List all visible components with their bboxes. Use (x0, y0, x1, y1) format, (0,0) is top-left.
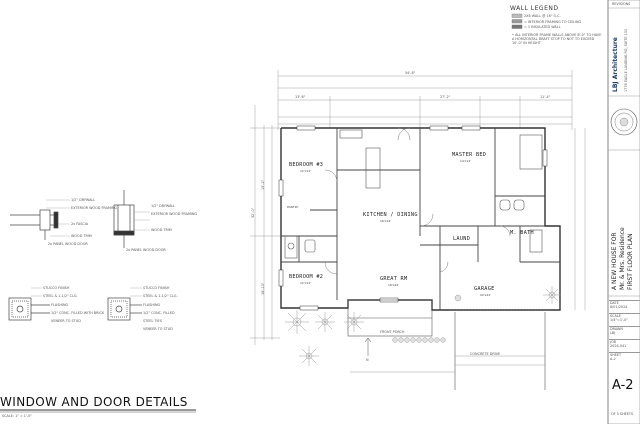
dim-top: 13'-6" (295, 95, 306, 99)
room-size: 20'x22' (480, 293, 492, 297)
room-label-great-room: GREAT RM (380, 276, 408, 282)
room-label-kitchen-dining: KITCHEN / DINING (363, 212, 418, 218)
room-size: 12'x12' (300, 281, 312, 285)
callout-d: 1/2" CONC. FILLED (143, 311, 175, 315)
callout-c: 1/2" CONC. FILLED WITH BRICK (51, 311, 105, 315)
room-size: 12'x12' (300, 169, 312, 173)
dim-left-overall: 32'-0" (251, 207, 255, 218)
dim-top-overall: 54'-8" (405, 71, 416, 75)
project-line: A NEW HOUSE FOR (611, 232, 618, 290)
dim-left: 15'-2" (261, 179, 265, 190)
wall-legend-item: = 1 INSULATED WALL (524, 25, 561, 29)
room-label-bedroom-3: BEDROOM #3 (289, 162, 324, 168)
front-porch-note: FRONT PORCH (380, 330, 405, 334)
firm-logo-text: LBJ Architecture (612, 37, 619, 92)
callout-c: STEEL & 1-1/2" CLG. (43, 294, 78, 298)
callout-b: 2x PANEL WOOD DOOR (126, 248, 166, 252)
concrete-drive-note: CONCRETE DRIVE (470, 352, 501, 356)
callout-b: WOOD TRIM (151, 228, 172, 232)
room-label-bedroom-2: BEDROOM #2 (289, 274, 324, 280)
callout-d: VENEER TO STUD (143, 327, 173, 331)
wall-legend-item: = INTERIOR FRAMING TO CEILING (524, 19, 582, 24)
callout-d: STEEL TIES (143, 319, 162, 323)
project-line: Mr. & Mrs. Residence (619, 227, 626, 290)
callout-a: EXTERIOR WOOD FRAMING (71, 206, 118, 210)
dim-left: 16'-10" (261, 282, 265, 295)
room-size: 14'x14' (460, 159, 472, 163)
title-block-field: SCALE 1/4"=1'-0" (609, 313, 640, 326)
callout-d: FLASHING (143, 303, 161, 307)
title-block-field: DATE 8/01/2024 (609, 300, 640, 313)
callout-a: 2x PANEL WOOD DOOR (48, 242, 88, 246)
dim-top: 27'-2" (440, 95, 451, 99)
wall-legend-note: • ALL INTERIOR FRAME WALLS ABOVE 8'-0" T… (512, 33, 602, 45)
callout-b: 1/2" DRYWALL (151, 204, 176, 208)
window-door-details-scale: SCALE: 1" = 1'-0" (2, 414, 32, 418)
title-block-field: DRAWN LBJ (609, 326, 640, 339)
room-size: 16'x14' (380, 219, 392, 223)
room-label-laundry: LAUND (453, 236, 471, 242)
dim-top: 11'-4" (540, 95, 551, 99)
wall-legend-title: WALL LEGEND (510, 5, 559, 12)
callout-b: EXTERIOR WOOD FRAMING (151, 212, 198, 216)
window-door-details-title: WINDOW AND DOOR DETAILS (0, 395, 188, 409)
room-label-master-bed: MASTER BED (452, 152, 487, 158)
callout-a: WOOD TRIM (71, 234, 92, 238)
callout-a: 1/2" DRYWALL (71, 198, 96, 202)
room-label-pantry: PANTRY (287, 205, 299, 209)
wall-legend-item: 2X6 WALL @ 16" O.C. (524, 14, 561, 18)
sheet-of: OF 5 SHEETS (611, 412, 634, 416)
room-size: 18'x20' (388, 283, 400, 287)
project-line: FIRST FLOOR PLAN (627, 233, 634, 290)
title-block-field: JOB 2024-041 (609, 339, 640, 352)
title-block-revisions: REVISIONS (612, 2, 631, 6)
callout-c: FLASHING (51, 303, 69, 307)
room-label-master-bath: M. BATH (510, 230, 534, 236)
room-label-garage: GARAGE (474, 286, 495, 292)
callout-a: 2x FASCIA (71, 222, 89, 226)
callout-d: STEEL & 1-1/2" CLG. (143, 294, 178, 298)
callout-d: STUCCO FINISH (143, 286, 170, 290)
callout-c: STUCCO FINISH (43, 286, 70, 290)
sheet-number: A-2 (612, 378, 634, 393)
callout-c: VENEER TO STUD (51, 319, 81, 323)
title-block-field: SHEET A-2 (609, 352, 640, 365)
firm-address: 1776 EAGLE LANDING RD, SUITE 100 (624, 28, 628, 92)
north-arrow-label: N (366, 358, 369, 362)
